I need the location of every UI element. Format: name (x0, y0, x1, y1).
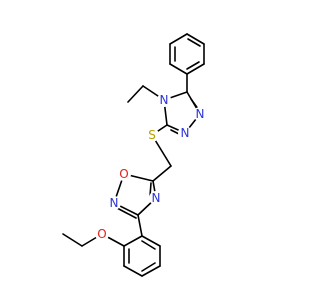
bond (123, 265, 143, 277)
atom-o-ether-label: O (97, 227, 106, 241)
atom-n1: N (193, 107, 207, 121)
atom-s: S (145, 128, 159, 142)
bond (141, 240, 156, 250)
atom-n-oxadiazole-b-label: N (152, 191, 161, 205)
atom-n4: N (157, 93, 171, 107)
atom-labels: N N N S O N N O (95, 93, 207, 241)
atom-n2-bg (178, 126, 192, 140)
atom-s-bg (145, 128, 159, 142)
atom-o-oxadiazole: O (117, 167, 131, 181)
atom-s-label: S (148, 128, 156, 142)
bonds (62, 33, 205, 277)
atom-n1-bg (193, 107, 207, 121)
atom-n2: N (178, 126, 192, 140)
bond (169, 63, 188, 75)
bond (141, 235, 161, 247)
atom-o-ether: O (95, 227, 109, 241)
bond (152, 165, 172, 182)
bond (186, 33, 205, 45)
bond (186, 63, 205, 75)
bond (149, 182, 152, 197)
atom-n2-label: N (181, 126, 190, 140)
bond (127, 85, 144, 103)
atom-n-oxadiazole-b-bg (149, 191, 163, 205)
bond (137, 214, 143, 237)
bond (186, 61, 200, 70)
molecule-structure-diagram: N N N S O N N O (62, 33, 207, 277)
bond (141, 262, 156, 272)
atom-n-oxadiazole-a: N (107, 196, 121, 210)
atom-n1-label: N (196, 107, 205, 121)
atom-o-ether-bg (95, 227, 109, 241)
atom-o-oxadiazole-bg (117, 167, 131, 181)
atom-n4-bg (157, 93, 171, 107)
bond (169, 33, 188, 45)
atom-n-oxadiazole-b: N (149, 191, 163, 205)
bond (187, 38, 201, 47)
bond (116, 207, 137, 219)
atom-n-oxadiazole-a-label: N (110, 196, 119, 210)
bond (62, 233, 83, 247)
atom-n-oxadiazole-a-bg (107, 196, 121, 210)
bond (123, 235, 143, 247)
atom-o-oxadiazole-label: O (119, 167, 128, 181)
atom-n4-label: N (160, 93, 169, 107)
bond (141, 265, 161, 277)
